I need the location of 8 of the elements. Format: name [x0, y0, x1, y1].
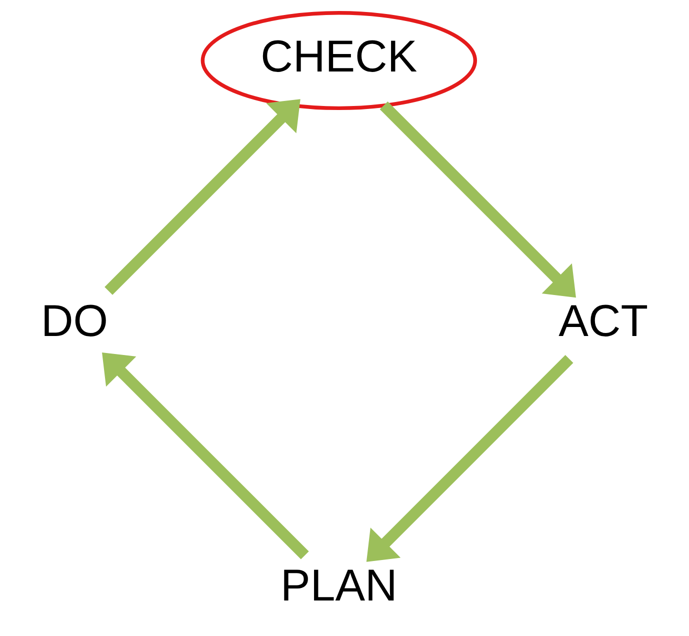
node-text: ACT [558, 296, 648, 346]
arrow [380, 101, 576, 298]
node-text: PLAN [280, 561, 398, 610]
arrow [102, 352, 309, 560]
node-text: DO [40, 296, 108, 346]
arrow [104, 99, 300, 295]
arrow [366, 355, 574, 562]
node-ellipse: CHECK [200, 11, 478, 110]
